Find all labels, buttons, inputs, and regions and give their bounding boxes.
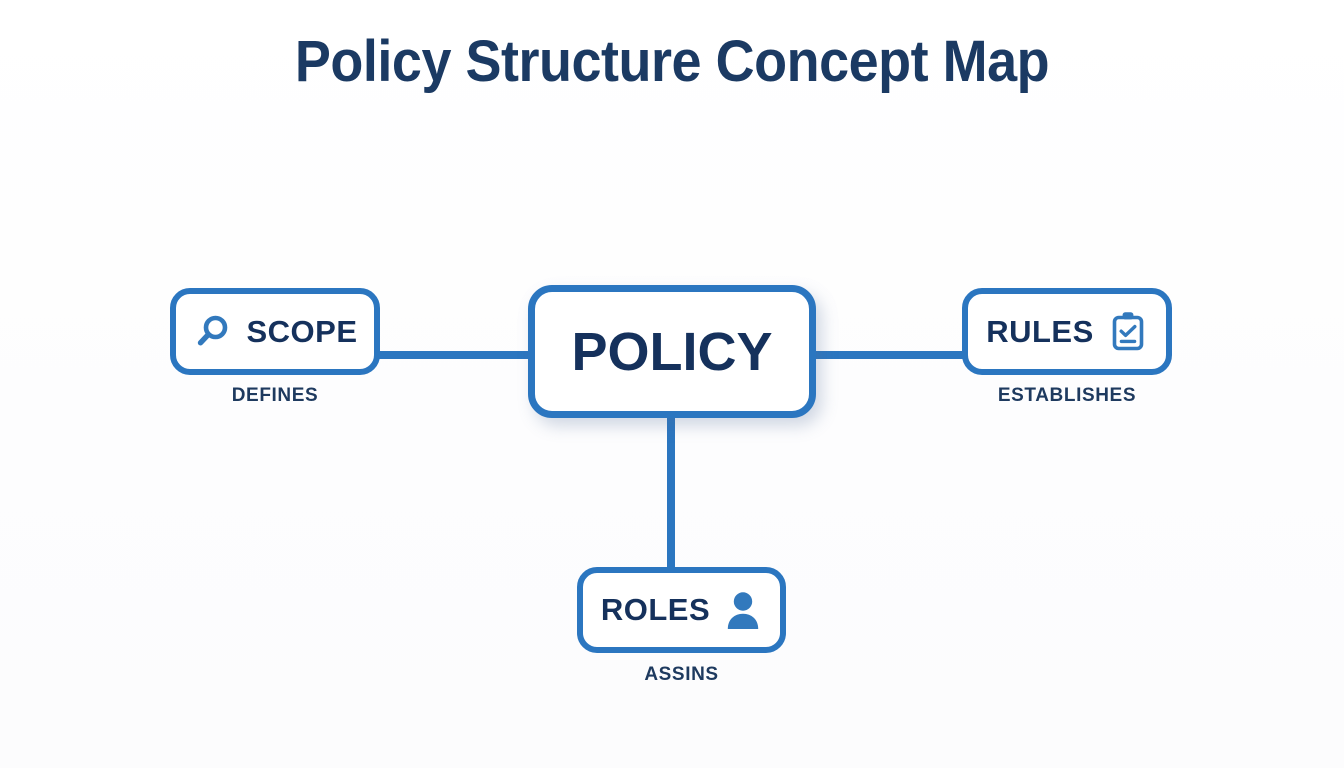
node-rules-label: RULES [986,313,1094,349]
connector-policy-to-roles [667,405,675,577]
node-scope-label: SCOPE [246,313,358,349]
node-rules[interactable]: RULES [962,288,1172,375]
relation-label-assins: ASSINS [644,664,719,685]
node-scope[interactable]: SCOPE [170,288,380,375]
page-title: Policy Structure Concept Map [294,29,1050,94]
clipboard-check-icon [1108,310,1148,354]
magnifier-icon [192,312,232,352]
node-roles-label: ROLES [600,592,711,627]
relation-label-establishes: ESTABLISHES [997,385,1137,406]
node-policy[interactable]: POLICY [528,285,816,418]
node-roles[interactable]: ROLES [577,567,786,653]
person-icon [724,589,762,631]
connector-policy-to-rules [800,351,978,359]
relation-label-defines: DEFINES [231,385,319,406]
connector-policy-to-scope [360,351,545,359]
node-policy-label: POLICY [571,321,773,382]
